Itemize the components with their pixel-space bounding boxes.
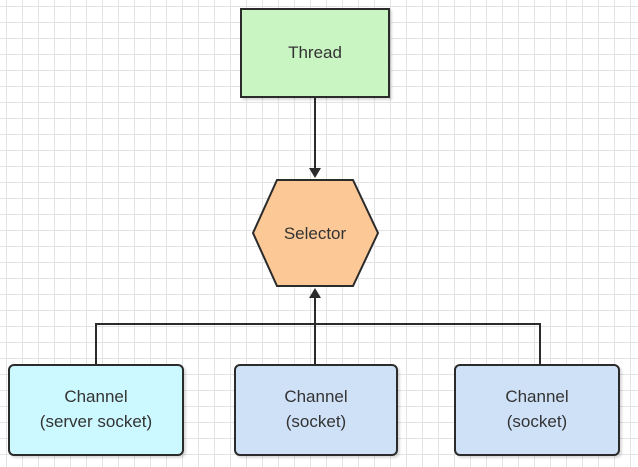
channel-server-title: Channel [64, 387, 128, 407]
selector-hexagon [251, 179, 380, 287]
channel-socket-node-1: Channel (socket) [234, 364, 398, 456]
thread-node: Thread [240, 8, 390, 98]
edge-channels-bus [95, 323, 541, 364]
selector-label: Selector [283, 224, 347, 243]
channel-server-socket-node: Channel (server socket) [8, 364, 184, 456]
channel-server-subtitle: (server socket) [39, 412, 153, 431]
channel-socket-1-title: Channel [284, 387, 348, 407]
channel-socket-2-title: Channel [505, 387, 569, 407]
channel-socket-1-subtitle: (socket) [285, 412, 347, 431]
channel-socket-2-subtitle: (socket) [506, 412, 568, 431]
thread-label: Thread [288, 42, 342, 62]
channel-socket-node-2: Channel (socket) [454, 364, 620, 456]
